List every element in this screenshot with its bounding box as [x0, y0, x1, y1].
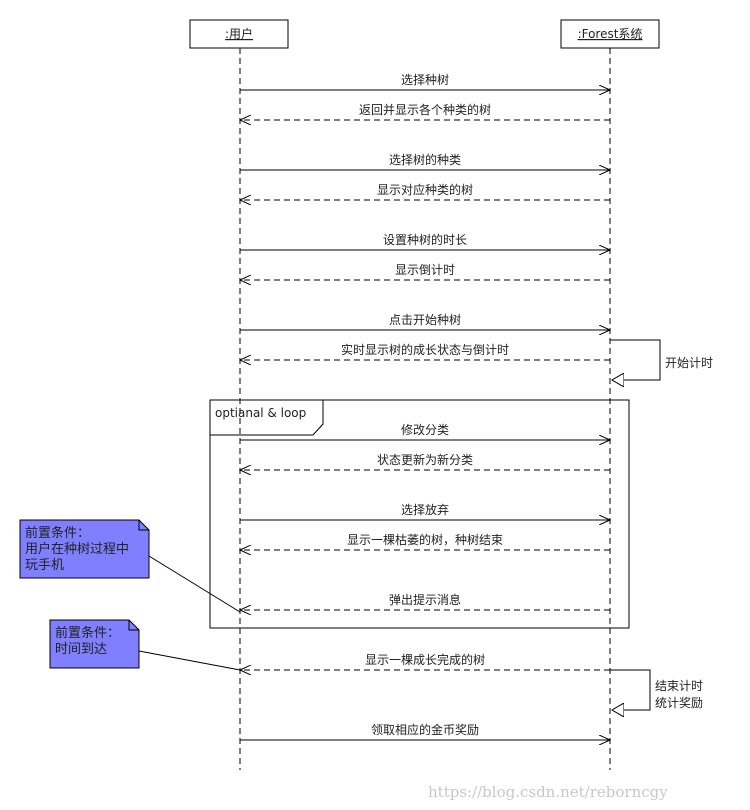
message-label: 修改分类 — [401, 422, 449, 437]
combined-fragment: optianal & loop — [209, 399, 630, 629]
message: 点击开始种树 — [240, 312, 610, 330]
message-label: 点击开始种树 — [389, 312, 461, 327]
message-label: 弹出提示消息 — [389, 592, 461, 607]
watermark: https://blog.csdn.net/reborncgy — [428, 783, 668, 801]
self-message: 开始计时 — [610, 339, 713, 380]
fragment-label: optianal & loop — [215, 406, 306, 420]
message-label: 选择放弃 — [401, 502, 449, 517]
message: 修改分类 — [240, 422, 610, 440]
note-box — [49, 619, 140, 669]
note-text: 前置条件： — [55, 625, 120, 641]
message: 状态更新为新分类 — [240, 452, 610, 470]
note-connector — [148, 555, 241, 613]
lifeline-system: :Forest系统 — [560, 19, 660, 770]
note-fold — [138, 520, 149, 531]
note-box — [19, 519, 150, 579]
note-text: 前置条件： — [25, 525, 90, 541]
note-text: 时间到达 — [55, 642, 107, 657]
self-message-label: 开始计时 — [665, 356, 713, 370]
precondition-note: 前置条件：时间到达 — [49, 619, 241, 671]
message-label: 显示一棵枯萎的树，种树结束 — [347, 532, 503, 547]
message: 实时显示树的成长状态与倒计时 — [240, 342, 610, 360]
message: 显示一棵成长完成的树 — [240, 652, 610, 670]
message: 选择种树 — [240, 72, 610, 90]
note-text: 玩手机 — [25, 558, 64, 573]
message-label: 显示对应种类的树 — [377, 182, 473, 197]
lifeline-system-label: :Forest系统 — [578, 27, 643, 41]
message-label: 显示一棵成长完成的树 — [365, 652, 485, 667]
self-message-label: 结束计时 — [655, 679, 703, 693]
self-message-arrow — [610, 669, 651, 710]
note-fold — [128, 620, 139, 631]
note-connector — [138, 650, 241, 671]
message: 弹出提示消息 — [240, 592, 610, 610]
message: 显示倒计时 — [240, 263, 610, 280]
message: 显示一棵枯萎的树，种树结束 — [240, 532, 610, 550]
self-message-arrow — [610, 339, 661, 380]
message-label: 显示倒计时 — [395, 263, 455, 277]
message-label: 返回并显示各个种类的树 — [359, 102, 491, 117]
message-label: 设置种树的时长 — [383, 232, 467, 247]
message: 选择放弃 — [240, 502, 610, 520]
message: 返回并显示各个种类的树 — [240, 102, 610, 120]
message: 显示对应种类的树 — [240, 182, 610, 200]
messages: 选择种树返回并显示各个种类的树选择树的种类显示对应种类的树设置种树的时长显示倒计… — [240, 72, 610, 740]
lifeline-user-label: :用户 — [225, 26, 253, 41]
message-label: 状态更新为新分类 — [377, 452, 473, 467]
message-label: 选择树的种类 — [389, 152, 461, 167]
message: 选择树的种类 — [240, 152, 610, 170]
self-message-label: 统计奖励 — [655, 696, 703, 710]
message: 设置种树的时长 — [240, 232, 610, 250]
lifeline-user: :用户 — [189, 19, 289, 770]
message-label: 选择种树 — [401, 72, 449, 87]
message-label: 实时显示树的成长状态与倒计时 — [341, 342, 509, 357]
message-label: 领取相应的金币奖励 — [371, 722, 479, 737]
message: 领取相应的金币奖励 — [240, 722, 610, 740]
note-text: 用户在种树过程中 — [25, 541, 129, 557]
